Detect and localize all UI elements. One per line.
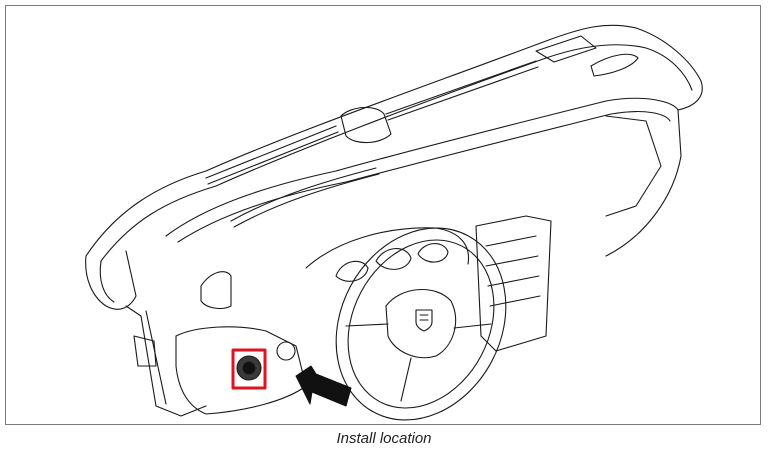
dashboard-top-inner-edge (100, 44, 693, 262)
gauge-1 (335, 260, 369, 282)
left-air-vent (200, 271, 232, 310)
top-speaker-cover (535, 35, 597, 63)
mid-vent-strip (230, 167, 377, 222)
center-stack (475, 215, 552, 352)
right-air-vent (590, 53, 639, 77)
steering-wheel-hub (385, 289, 457, 359)
instrument-cluster-hood (305, 227, 470, 269)
left-end-cap (85, 250, 137, 310)
defrost-vent-strip-right (385, 60, 537, 115)
left-lower-frame (125, 305, 207, 417)
steering-wheel-rim (335, 227, 507, 421)
gauge-3 (417, 243, 449, 263)
right-side-panel (605, 115, 662, 217)
diagram-frame (5, 5, 761, 425)
install-location-highlight (231, 348, 267, 390)
dashboard-line-drawing (85, 24, 703, 421)
porsche-crest-icon (415, 309, 433, 332)
defrost-vent-strip-left (205, 125, 337, 179)
figure-caption: Install location (336, 430, 432, 447)
callout-arrow-icon (295, 365, 352, 407)
center-pod (340, 106, 392, 144)
knee-panel (175, 326, 307, 415)
dashboard-front-face (165, 97, 682, 257)
dashboard-top-outline (85, 24, 703, 257)
gauge-2 (375, 248, 412, 270)
adjacent-switch (276, 341, 296, 361)
